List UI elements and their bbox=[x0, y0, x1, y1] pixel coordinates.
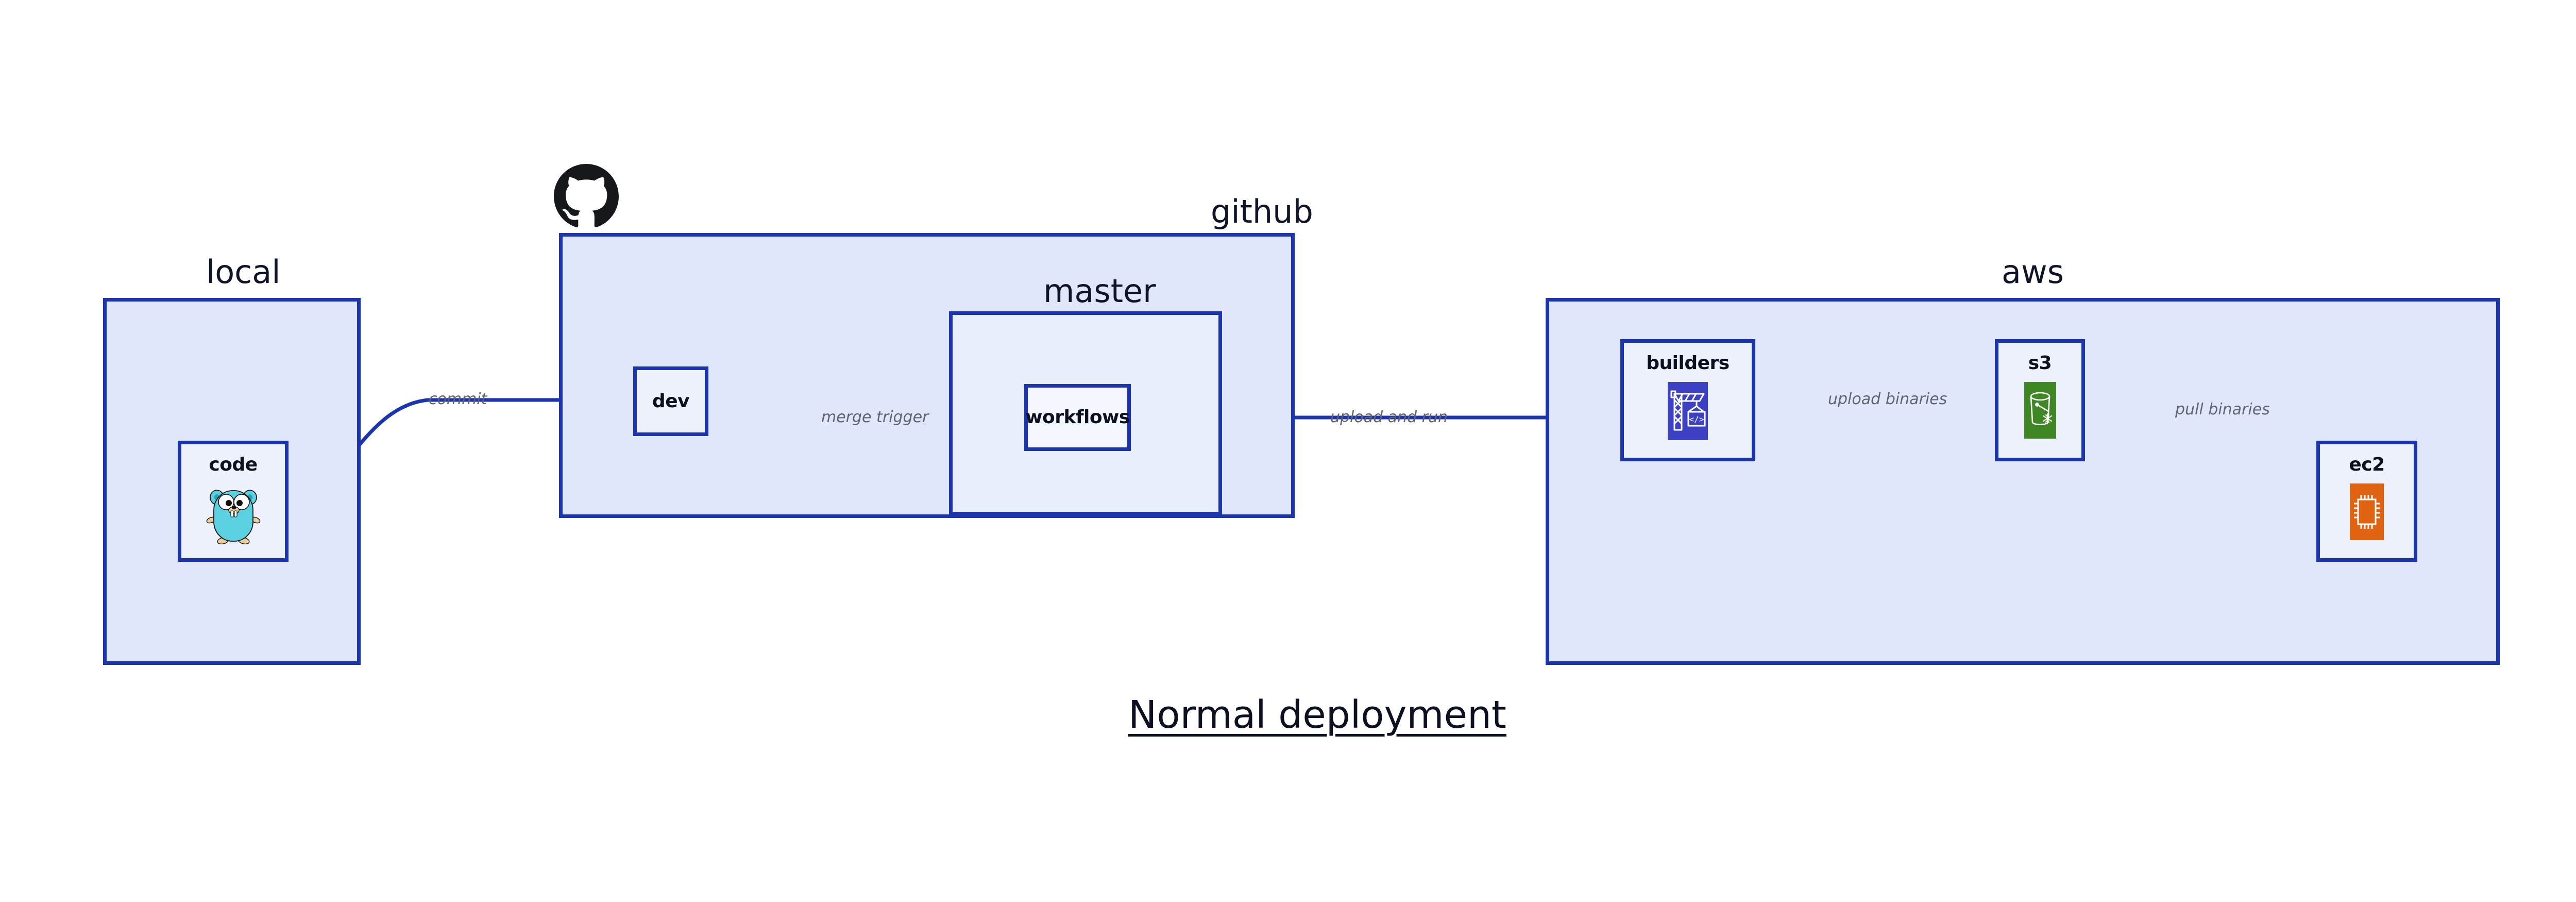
node-s3-label: s3 bbox=[2028, 353, 2052, 374]
zone-label-master: master bbox=[1043, 272, 1156, 310]
edge-label-upload-binaries: upload binaries bbox=[1828, 390, 1947, 408]
edge-label-merge-trigger: merge trigger bbox=[821, 408, 929, 426]
svg-text:</>: </> bbox=[1689, 414, 1704, 424]
edge-label-pull-binaries: pull binaries bbox=[2175, 400, 2270, 419]
node-s3[interactable]: s3 bbox=[1995, 339, 2085, 461]
go-gopher-icon bbox=[206, 483, 261, 546]
node-workflows-label: workflows bbox=[1025, 407, 1130, 428]
aws-builders-icon: </> bbox=[1668, 382, 1708, 442]
edge-label-upload-and-run: upload and run bbox=[1330, 408, 1448, 426]
node-code[interactable]: code bbox=[178, 441, 289, 562]
zone-label-aws: aws bbox=[2002, 253, 2064, 291]
zone-label-local: local bbox=[206, 253, 281, 291]
node-builders-label: builders bbox=[1646, 353, 1730, 374]
node-code-label: code bbox=[209, 454, 258, 475]
node-dev-label: dev bbox=[652, 390, 690, 412]
node-ec2[interactable]: ec2 bbox=[2316, 441, 2417, 562]
node-dev[interactable]: dev bbox=[633, 366, 708, 436]
zone-label-github: github bbox=[1211, 193, 1313, 230]
aws-s3-icon bbox=[2024, 382, 2056, 441]
node-ec2-label: ec2 bbox=[2349, 454, 2385, 475]
edge-label-commit: commit bbox=[429, 390, 487, 408]
github-octocat-icon bbox=[554, 164, 619, 231]
node-workflows[interactable]: workflows bbox=[1024, 384, 1131, 451]
node-builders[interactable]: builders </> bbox=[1620, 339, 1755, 461]
diagram-caption: Normal deployment bbox=[1128, 693, 1506, 737]
aws-ec2-icon bbox=[2350, 483, 2384, 542]
